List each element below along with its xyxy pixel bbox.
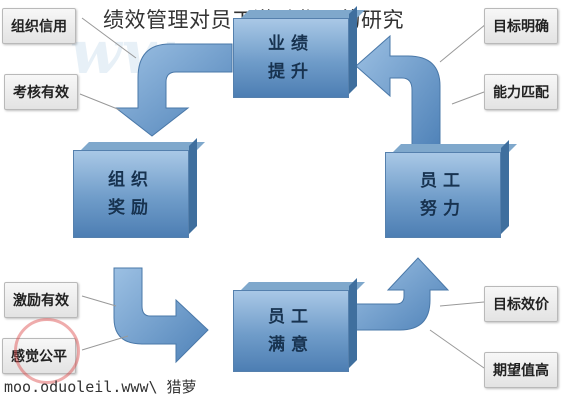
box-bottom-line-2: 满意 xyxy=(268,335,314,355)
label-goal-valence: 目标效价 xyxy=(484,286,558,322)
box-top: 业绩 提升 xyxy=(233,6,365,98)
box-right-line-2: 努力 xyxy=(420,199,466,219)
box-right: 员工 努力 xyxy=(385,140,517,238)
box-top-line-1: 业绩 xyxy=(268,34,314,54)
connector-line xyxy=(429,329,485,369)
arrow-left-to-bottom xyxy=(113,267,209,364)
arrow-top-to-left xyxy=(114,43,233,137)
connector-line xyxy=(439,301,485,307)
box-bottom-line-1: 员工 xyxy=(268,307,314,327)
connector-line xyxy=(81,17,137,59)
connector-line xyxy=(451,91,485,105)
label-assessment-effective: 考核有效 xyxy=(4,74,78,110)
box-left: 组织 奖励 xyxy=(73,138,205,238)
watermark-seal xyxy=(14,318,80,384)
connector-line xyxy=(439,23,487,63)
box-bottom: 员工 满意 xyxy=(233,278,365,372)
watermark-text: moo.oduoleil.www\ 猎萝 xyxy=(4,378,197,396)
arrow-right-to-top xyxy=(355,34,441,149)
box-top-line-2: 提升 xyxy=(268,62,314,82)
arrow-bottom-to-right xyxy=(355,257,450,331)
label-ability-match: 能力匹配 xyxy=(484,74,558,110)
connector-line xyxy=(79,93,121,111)
label-clear-goal: 目标明确 xyxy=(484,8,558,44)
connector-line xyxy=(81,295,117,307)
label-high-expectation: 期望值高 xyxy=(484,352,558,388)
box-right-line-1: 员工 xyxy=(420,171,466,191)
box-left-line-1: 组织 xyxy=(108,170,154,190)
box-left-line-2: 奖励 xyxy=(108,198,154,218)
label-org-credit: 组织信用 xyxy=(2,8,76,44)
label-incentive-effective: 激励有效 xyxy=(4,282,78,318)
connector-line xyxy=(81,335,129,351)
